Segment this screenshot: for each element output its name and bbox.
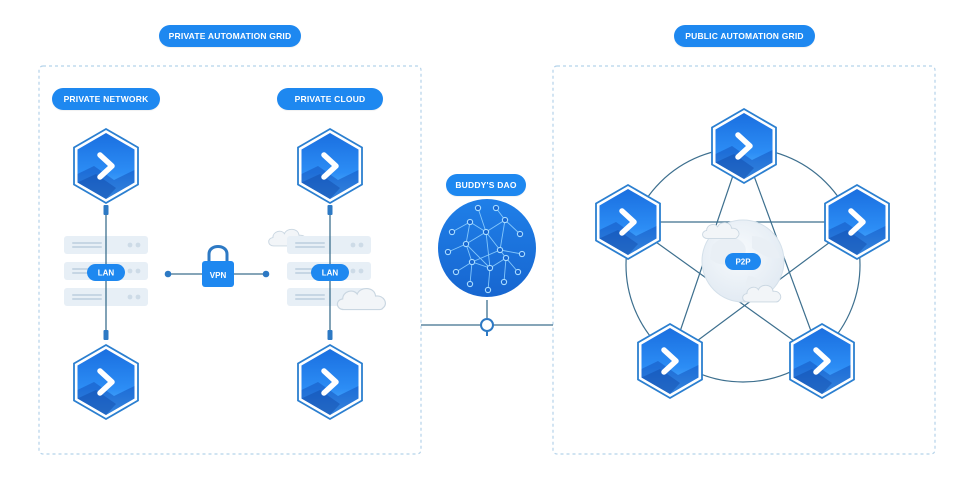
vpn-label: VPN [210,271,227,280]
link-endpoint [164,270,172,278]
buddy-hexagon-icon [712,109,776,183]
buddy-hexagon-icon [638,324,702,398]
private-network-title: PRIVATE NETWORK [52,88,160,110]
private-cloud-title: PRIVATE CLOUD [277,88,383,110]
lan-badge [87,264,125,281]
p2p-label: P2P [735,258,751,267]
lan-left-label: LAN [98,269,115,278]
buddy-hexagon-icon [298,345,362,419]
buddy-hexagon-icon [298,129,362,203]
connector-ring-icon [480,318,494,336]
buddy-hexagon-icon [74,129,138,203]
link-endpoint [262,270,270,278]
lan-right-label: LAN [322,269,339,278]
buddy-hexagon-icon [825,185,889,259]
p2p-badge [725,253,761,270]
public-grid-container [552,65,936,455]
network-graph-icon [438,199,536,297]
padlock-icon [202,245,234,287]
connector-plug-icon [103,205,109,215]
connector-plug-icon [103,330,109,340]
lan-badge [311,264,349,281]
buddy-hexagon-icon [596,185,660,259]
private-grid-title: PRIVATE AUTOMATION GRID [159,25,301,47]
public-grid-title: PUBLIC AUTOMATION GRID [674,25,815,47]
connector-plug-icon [327,330,333,340]
buddys-dao-title: BUDDY'S DAO [446,174,526,196]
connector-plug-icon [327,205,333,215]
private-grid-container [38,65,422,455]
buddy-hexagon-icon [790,324,854,398]
buddy-hexagon-icon [74,345,138,419]
